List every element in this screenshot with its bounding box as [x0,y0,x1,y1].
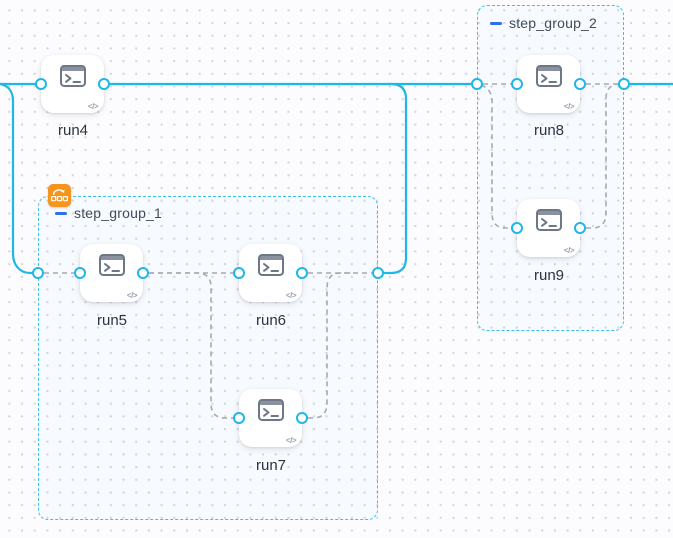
port-run5-out[interactable] [137,267,149,279]
port-run8-in[interactable] [511,78,523,90]
port-step_group_2-out[interactable] [618,78,630,90]
node-run8[interactable]: </> [517,55,580,113]
port-run8-out[interactable] [574,78,586,90]
code-icon: </> [285,291,297,300]
code-icon: </> [563,246,575,255]
port-step_group_1-in[interactable] [32,267,44,279]
node-run5[interactable]: </> [80,244,143,302]
port-step_group_1-out[interactable] [372,267,384,279]
port-step_group_2-in[interactable] [471,78,483,90]
group-step_group_1[interactable]: step_group_1 [38,184,378,520]
port-run4-out[interactable] [98,78,110,90]
terminal-icon [535,65,562,87]
code-icon: </> [285,436,297,445]
terminal-icon [98,254,125,276]
node-label-run9: run9 [533,267,565,284]
port-run6-in[interactable] [233,267,245,279]
minus-icon [489,21,502,25]
group-step_group_2[interactable]: step_group_2 [477,5,624,331]
port-run7-out[interactable] [296,412,308,424]
terminal-icon [59,65,86,87]
edge-source-to-step_group_1 [0,82,40,275]
node-label-run5: run5 [96,312,128,329]
terminal-icon [257,399,284,421]
node-label-run7: run7 [255,457,287,474]
group-title: step_group_2 [509,15,598,31]
loop-tasks-icon [48,184,71,207]
terminal-icon [257,254,284,276]
node-label-run6: run6 [255,312,287,329]
node-run7[interactable]: </> [239,389,302,447]
terminal-icon [535,209,562,231]
code-icon: </> [126,291,138,300]
port-run9-in[interactable] [511,222,523,234]
collapse-button[interactable] [54,207,67,220]
node-label-run8: run8 [533,122,565,139]
edge-step_group_1-to-step_group_2 [376,82,408,275]
code-icon: </> [563,102,575,111]
collapse-button[interactable] [489,17,502,30]
group-title: step_group_1 [74,205,163,221]
node-run6[interactable]: </> [239,244,302,302]
minus-icon [54,211,67,215]
node-run9[interactable]: </> [517,199,580,257]
port-run5-in[interactable] [74,267,86,279]
port-run9-out[interactable] [574,222,586,234]
port-run6-out[interactable] [296,267,308,279]
port-run7-in[interactable] [233,412,245,424]
code-icon: </> [87,102,99,111]
node-label-run4: run4 [57,122,89,139]
node-run4[interactable]: </> [41,55,104,113]
port-run4-in[interactable] [35,78,47,90]
